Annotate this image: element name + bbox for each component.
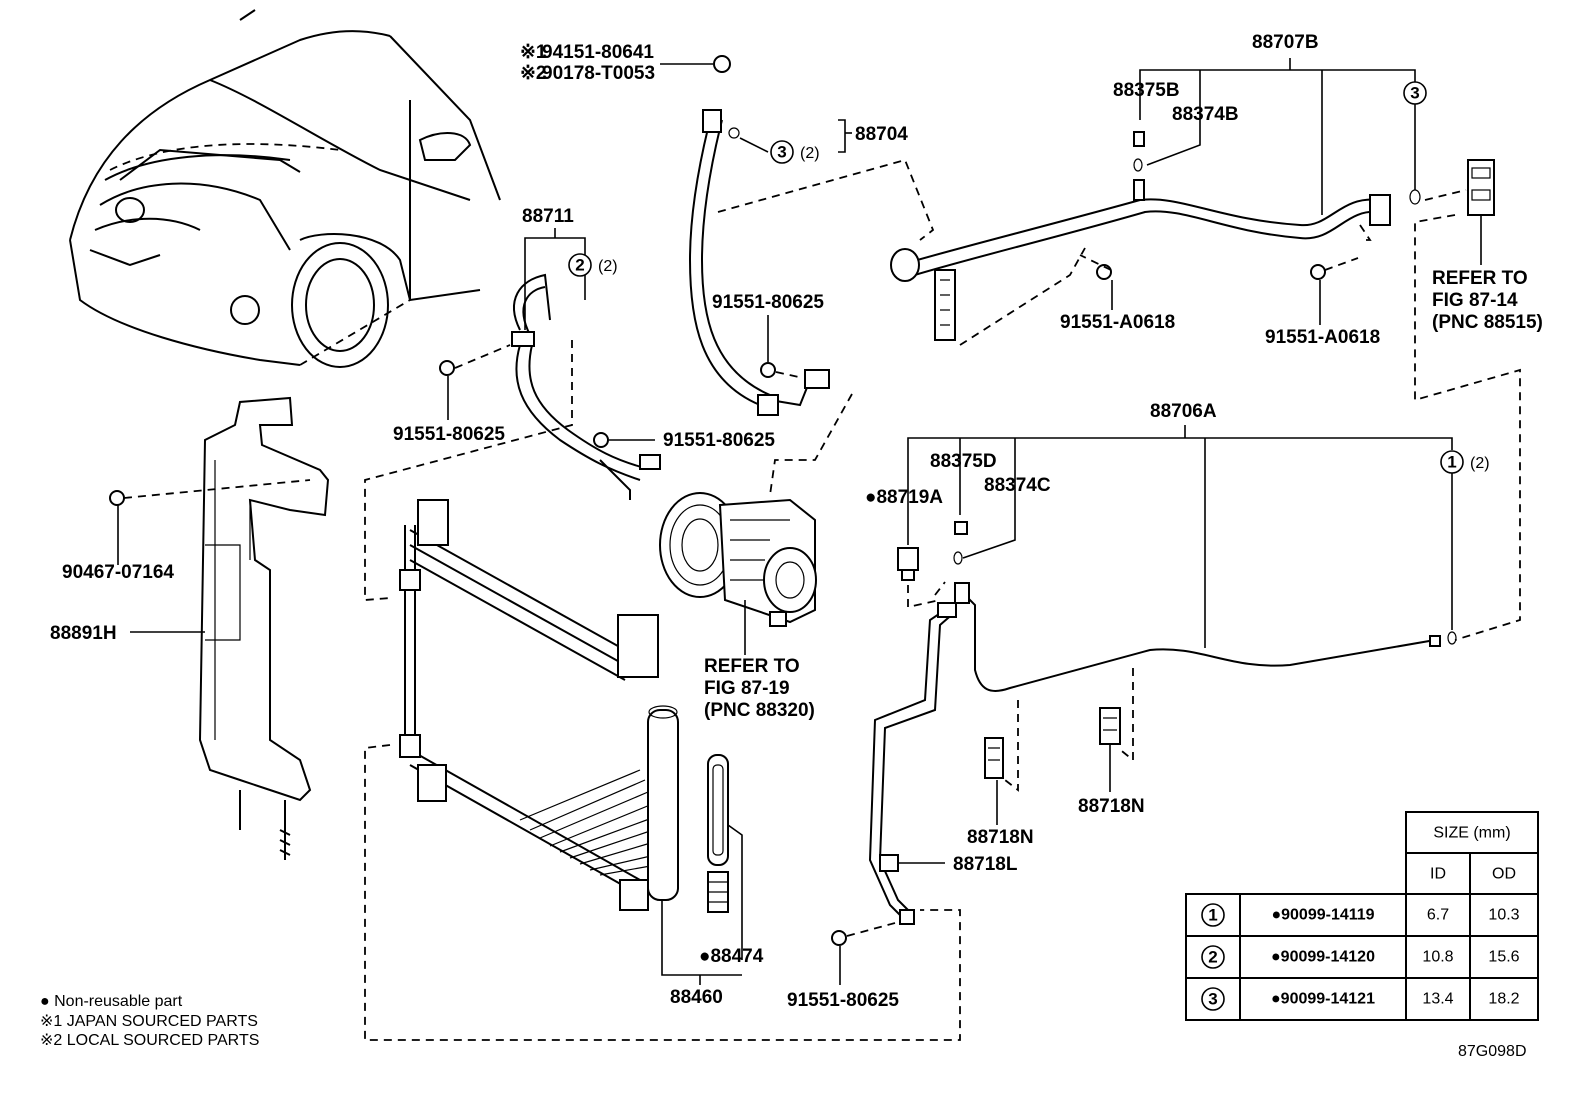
label-refer-a-3: (PNC 88515): [1432, 312, 1543, 333]
size-table-row3-part: ●90099-14121: [1271, 991, 1375, 1008]
cap-88375D: [954, 521, 968, 535]
label-88460: 88460: [670, 987, 723, 1008]
qty-88711: (2): [598, 258, 618, 275]
label-88375B: 88375B: [1113, 80, 1180, 101]
bolt-91551-80625-d: [831, 930, 847, 946]
label-91551-80625-c: 91551-80625: [712, 292, 824, 313]
figure-code: 87G098D: [1458, 1043, 1527, 1060]
size-table-row2-ref: 2: [1208, 948, 1217, 967]
label-94151-80641: 94151-80641: [542, 42, 654, 63]
oring-88374B: [1133, 158, 1143, 172]
bolt-91551-80625-b: [593, 432, 609, 448]
vehicle-front-illustration: [69, 9, 501, 368]
label-88474: ●88474: [699, 946, 764, 967]
callout-3-88704: [770, 140, 794, 164]
label-88374B: 88374B: [1172, 104, 1239, 125]
callout-1-text: 1: [1447, 453, 1456, 472]
size-table-row2-od: 15.6: [1488, 949, 1519, 966]
size-table: SIZE (mm) ID OD 1 ●90099-14119 6.7 10.3 …: [1185, 811, 1539, 1021]
label-91551-80625-d: 91551-80625: [787, 990, 899, 1011]
cap-88375B: [1133, 131, 1145, 147]
label-88375D: 88375D: [930, 451, 997, 472]
size-table-row1-part: ●90099-14119: [1271, 907, 1374, 924]
label-90178-T0053: 90178-T0053: [542, 63, 655, 84]
oring-88374C: [953, 551, 963, 565]
label-88891H: 88891H: [50, 623, 117, 644]
switch-88719A: [897, 547, 919, 581]
condenser-88460: [399, 499, 679, 911]
label-refer-a-2: FIG 87-14: [1432, 290, 1518, 311]
size-table-row3-ref: 3: [1208, 990, 1217, 1009]
shroud-88891H: [198, 396, 330, 860]
label-91551-A0618-b: 91551-A0618: [1265, 327, 1380, 348]
expansion-valve-88515: [1467, 159, 1495, 216]
clamp-88718L: [879, 854, 899, 872]
size-table-row3-od: 18.2: [1488, 991, 1519, 1008]
size-table-row2-part: ●90099-14120: [1271, 949, 1375, 966]
bolt-91551-80625-c: [760, 362, 776, 378]
hose-88711: [511, 273, 661, 500]
compressor-88320: [659, 492, 817, 627]
label-refer-b-2: FIG 87-19: [704, 678, 790, 699]
callout-2-text: 2: [575, 256, 584, 275]
label-88719A: ●88719A: [865, 487, 943, 508]
bolt-91551-80625-a: [439, 360, 455, 376]
label-88374C: 88374C: [984, 475, 1051, 496]
label-ref2-mark: ※2: [520, 63, 547, 84]
label-88707B: 88707B: [1252, 32, 1319, 53]
callout-2-88711: [568, 253, 592, 277]
label-88718L: 88718L: [953, 854, 1018, 875]
size-table-header: SIZE (mm): [1433, 825, 1510, 842]
label-91551-80625-a: 91551-80625: [393, 424, 505, 445]
legend-local-sourced: ※2 LOCAL SOURCED PARTS: [40, 1032, 259, 1049]
label-90467-07164: 90467-07164: [62, 562, 174, 583]
size-table-col-id: ID: [1430, 866, 1446, 883]
clamp-88718N-b: [1099, 707, 1121, 745]
label-88706A: 88706A: [1150, 401, 1217, 422]
cap-94151-80641: [713, 55, 731, 73]
size-table-row1-od: 10.3: [1488, 907, 1519, 924]
label-refer-a-1: REFER TO: [1432, 268, 1528, 289]
label-88718N-a: 88718N: [967, 827, 1034, 848]
clamp-88718N-a: [984, 737, 1004, 779]
hose-88704: [688, 109, 830, 416]
label-91551-80625-b: 91551-80625: [663, 430, 775, 451]
size-table-row1-id: 6.7: [1427, 907, 1449, 924]
size-table-row2-id: 10.8: [1422, 949, 1453, 966]
clip-90467: [109, 490, 125, 506]
size-table-col-od: OD: [1492, 866, 1516, 883]
label-ref1-mark: ※1: [520, 42, 547, 63]
label-91551-A0618-a: 91551-A0618: [1060, 312, 1175, 333]
filter-88474: [707, 754, 729, 913]
label-88718N-b: 88718N: [1078, 796, 1145, 817]
callout-3-88707B-text: 3: [1410, 84, 1419, 103]
size-table-row1-ref: 1: [1208, 906, 1217, 925]
tube-88707B: [890, 179, 1391, 341]
qty-88706A: (2): [1470, 455, 1490, 472]
tube-88706A: [868, 582, 1441, 925]
size-table-row3-id: 13.4: [1422, 991, 1453, 1008]
label-refer-b-1: REFER TO: [704, 656, 800, 677]
label-refer-b-3: (PNC 88320): [704, 700, 815, 721]
qty-88704: (2): [800, 145, 820, 162]
bolt-91551-A0618-b: [1310, 264, 1326, 280]
legend-japan-sourced: ※1 JAPAN SOURCED PARTS: [40, 1013, 258, 1030]
legend-non-reusable: ● Non-reusable part: [40, 993, 183, 1010]
callout-3-text: 3: [777, 143, 786, 162]
label-88704: 88704: [855, 124, 908, 145]
label-88711: 88711: [522, 206, 574, 227]
